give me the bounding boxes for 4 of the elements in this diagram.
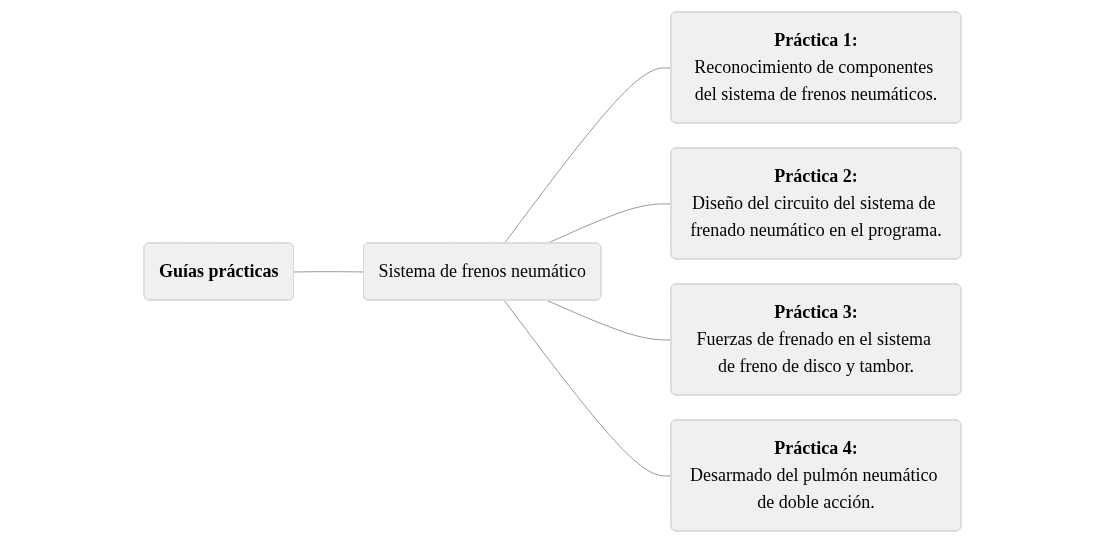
connector [503, 299, 672, 476]
connector [546, 299, 672, 340]
connector [503, 66, 672, 244]
connector [293, 270, 365, 272]
